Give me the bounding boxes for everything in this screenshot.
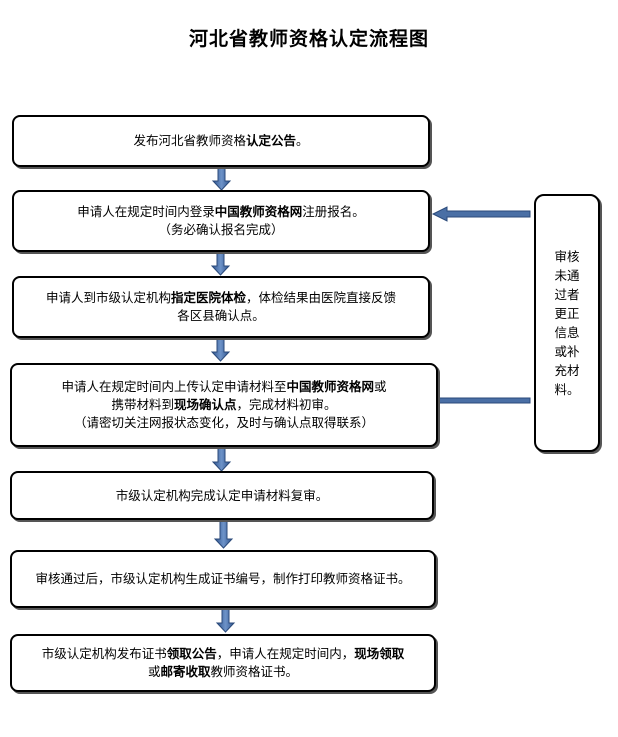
step-text-line: （务必确认报名完成）	[158, 221, 283, 239]
step-text-bold: 指定医院体检	[170, 290, 246, 305]
step-text-line: 审核通过后，市级认定机构生成证书编号，制作打印教师资格证书。	[35, 570, 410, 588]
step-text: ，完成材料初审。	[236, 397, 337, 412]
step-text: 审核通过后，市级认定机构生成证书编号，制作打印教师资格证书。	[35, 571, 411, 586]
step-text: 市级认定机构完成认定申请材料复审。	[115, 487, 329, 503]
step-text-bold: 现场确认点	[173, 397, 237, 412]
step-text: 或	[147, 664, 161, 679]
step-text: 发布河北省教师资格	[133, 133, 246, 148]
step-issue-certificate-number: 审核通过后，市级认定机构生成证书编号，制作打印教师资格证书。	[10, 550, 436, 608]
down-arrow-3	[210, 337, 231, 362]
step-text-bold: 中国教师资格网	[286, 379, 374, 394]
step-text-line: 市级认定机构完成认定申请材料复审。	[116, 487, 329, 505]
step-text-bold: 现场领取	[354, 646, 405, 661]
step-material-second-review: 市级认定机构完成认定申请材料复审。	[10, 471, 434, 520]
step-text-line: 申请人在规定时间内登录中国教师资格网注册报名。	[77, 203, 365, 221]
step-text: 教师资格证书。	[210, 664, 299, 679]
step-material-first-review: 申请人在规定时间内上传认定申请材料至中国教师资格网或携带材料到现场确认点，完成材…	[10, 363, 438, 447]
step-text: ，体检结果由医院直接反馈	[246, 290, 397, 305]
step-text-line: 各区县确认点。	[177, 307, 265, 325]
page-title: 河北省教师资格认定流程图	[188, 28, 429, 50]
step-text-line: 申请人在规定时间内上传认定申请材料至中国教师资格网或	[61, 378, 386, 396]
step-text-line: 申请人到市级认定机构指定医院体检，体检结果由医院直接反馈	[46, 289, 396, 307]
step-text: 或	[374, 379, 387, 394]
step-text: 申请人在规定时间内上传认定申请材料至	[61, 379, 287, 394]
right-arrow-to-side-box	[436, 397, 531, 404]
step-publish-announcement: 发布河北省教师资格认定公告。	[12, 115, 430, 167]
step-online-registration: 申请人在规定时间内登录中国教师资格网注册报名。（务必确认报名完成）	[12, 190, 430, 252]
step-text-line: 或邮寄收取教师资格证书。	[148, 663, 298, 681]
step-text: （请密切关注网报状态变化，及时与确认点取得联系）	[73, 415, 374, 430]
step-medical-exam: 申请人到市级认定机构指定医院体检，体检结果由医院直接反馈各区县确认点。	[12, 276, 430, 338]
step-text: 申请人在规定时间内登录	[77, 204, 215, 219]
step-collect-certificate: 市级认定机构发布证书领取公告，申请人在规定时间内，现场领取或邮寄收取教师资格证书…	[10, 634, 436, 692]
step-text: 各区县确认点。	[177, 308, 265, 323]
side-box-text: 审核未通过者更正信息或补充材料。	[554, 249, 580, 397]
down-arrow-1	[211, 166, 232, 191]
step-text-line: （请密切关注网报状态变化，及时与确认点取得联系）	[74, 414, 374, 432]
step-text-line: 携带材料到现场确认点，完成材料初审。	[111, 396, 336, 414]
step-text: 市级认定机构发布证书	[41, 646, 167, 661]
step-text-bold: 认定公告	[245, 133, 296, 148]
left-arrow-from-side-box	[431, 206, 531, 222]
step-text: 注册报名。	[302, 204, 365, 219]
step-text-line: 市级认定机构发布证书领取公告，申请人在规定时间内，现场领取	[42, 645, 405, 663]
down-arrow-4	[211, 446, 232, 472]
side-box-resubmit: 审核未通过者更正信息或补充材料。	[534, 194, 600, 452]
step-text: （务必确认报名完成）	[158, 222, 284, 237]
down-arrow-2	[210, 251, 231, 276]
step-text: 携带材料到	[111, 397, 174, 412]
down-arrow-5	[213, 519, 234, 549]
step-text: 申请人到市级认定机构	[45, 290, 171, 305]
step-text-bold: 中国教师资格网	[214, 204, 303, 219]
step-text: ，申请人在规定时间内，	[216, 646, 355, 661]
step-text: 。	[296, 133, 309, 148]
step-text-bold: 领取公告	[166, 646, 217, 661]
step-text-bold: 邮寄收取	[160, 664, 211, 679]
step-text-line: 发布河北省教师资格认定公告。	[133, 132, 308, 150]
down-arrow-6	[215, 607, 236, 633]
